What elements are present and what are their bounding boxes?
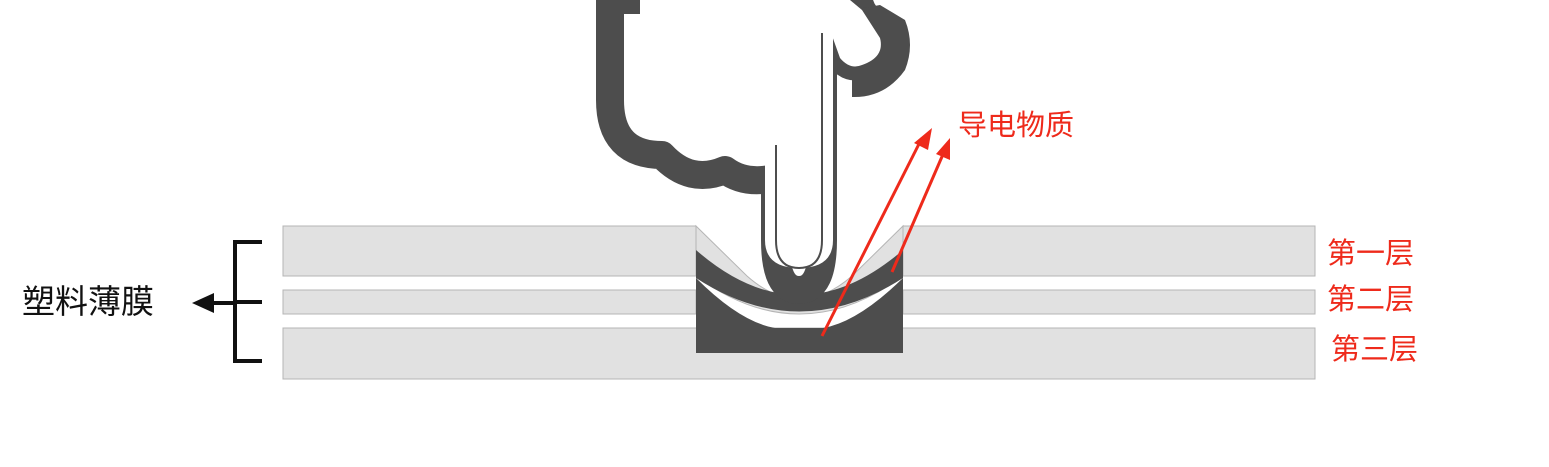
conductive-material-arrows bbox=[820, 128, 950, 337]
plastic-film-label: 塑料薄膜 bbox=[22, 282, 154, 321]
layer2-label: 第二层 bbox=[1327, 282, 1415, 316]
layer3-label: 第三层 bbox=[1331, 332, 1419, 366]
conductive-material-label: 导电物质 bbox=[958, 108, 1075, 142]
conductive-material bbox=[696, 250, 903, 353]
arrow-left-icon bbox=[192, 293, 235, 313]
pointing-hand-icon bbox=[596, 0, 910, 304]
plastic-film-bracket bbox=[233, 240, 262, 363]
layer1-label: 第一层 bbox=[1327, 236, 1415, 270]
